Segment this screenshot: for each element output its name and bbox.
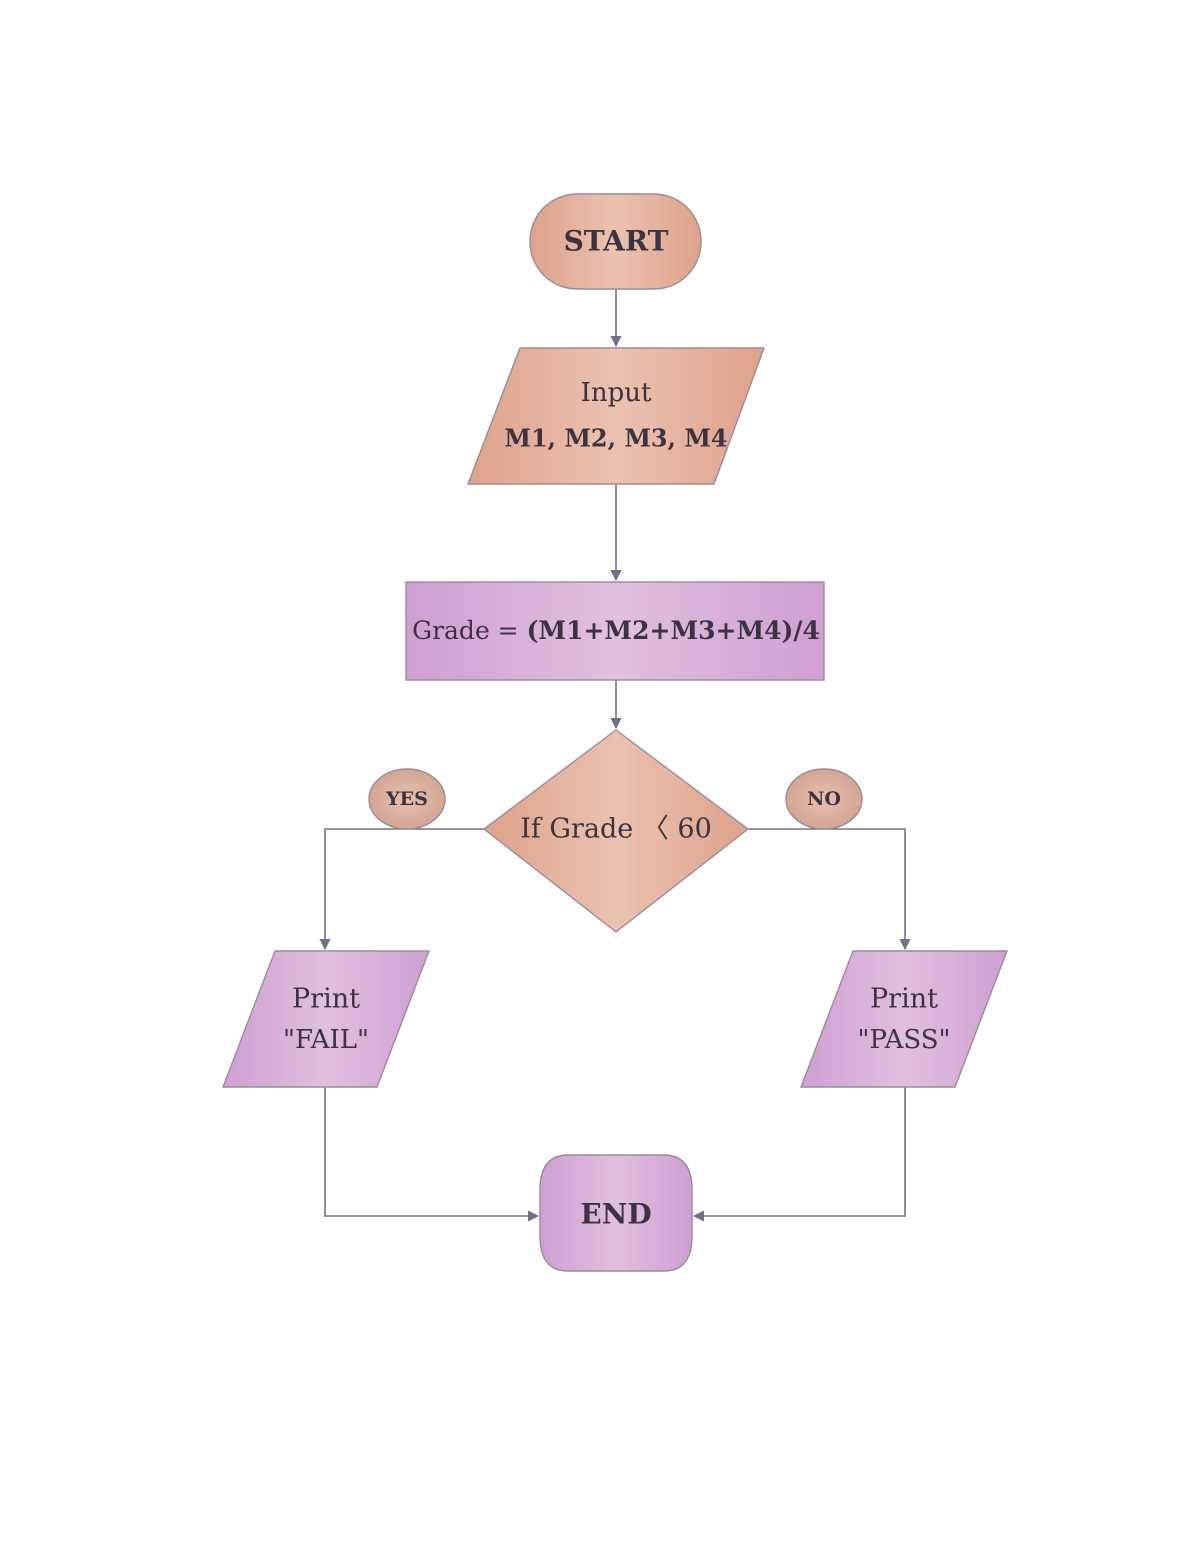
start-terminator-shape — [529, 193, 702, 290]
fail-parallelogram-shape — [221, 950, 431, 1088]
fail-node[interactable]: Print "FAIL" — [221, 950, 431, 1088]
decision-node[interactable]: If Grade 〈 60 — [482, 729, 750, 933]
pass-label-line2: "PASS" — [858, 1025, 951, 1055]
yes-branch-label: YES — [368, 768, 446, 830]
pass-parallelogram-shape — [799, 950, 1009, 1088]
compute-label-plain: Grade = — [412, 616, 526, 645]
decision-label: If Grade 〈 60 — [520, 814, 712, 845]
input-label-line1: Input — [581, 378, 652, 408]
edge-fail-end — [324, 1087, 540, 1222]
edge-decision-pass — [748, 828, 911, 951]
edge-decision-fail — [319, 828, 484, 951]
end-node[interactable]: END — [539, 1154, 693, 1272]
compute-label-formula: (M1+M2+M3+M4)/4 — [527, 616, 820, 645]
no-branch-label: NO — [785, 768, 863, 830]
start-label: START — [564, 225, 669, 258]
no-label: NO — [807, 788, 841, 810]
connectors — [319, 289, 911, 1222]
compute-process-shape — [405, 581, 825, 681]
edge-pass-end — [692, 1087, 906, 1222]
input-node[interactable]: Input M1, M2, M3, M4 — [466, 347, 766, 485]
decision-diamond-shape — [482, 729, 750, 933]
yes-circle-shape — [368, 768, 446, 830]
no-circle-shape — [785, 768, 863, 830]
input-label-line2: M1, M2, M3, M4 — [504, 424, 727, 453]
fail-label-line2: "FAIL" — [283, 1025, 369, 1055]
yes-label: YES — [385, 788, 428, 810]
compute-node[interactable]: Grade = (M1+M2+M3+M4)/4 — [405, 581, 825, 681]
start-node[interactable]: START — [529, 193, 702, 290]
pass-label-line1: Print — [870, 984, 938, 1015]
pass-node[interactable]: Print "PASS" — [799, 950, 1009, 1088]
fail-label-line1: Print — [292, 984, 360, 1015]
end-label: END — [580, 1198, 651, 1231]
end-terminator-shape — [539, 1154, 693, 1272]
input-parallelogram-shape — [466, 347, 766, 485]
compute-label: Grade = (M1+M2+M3+M4)/4 — [412, 616, 820, 645]
